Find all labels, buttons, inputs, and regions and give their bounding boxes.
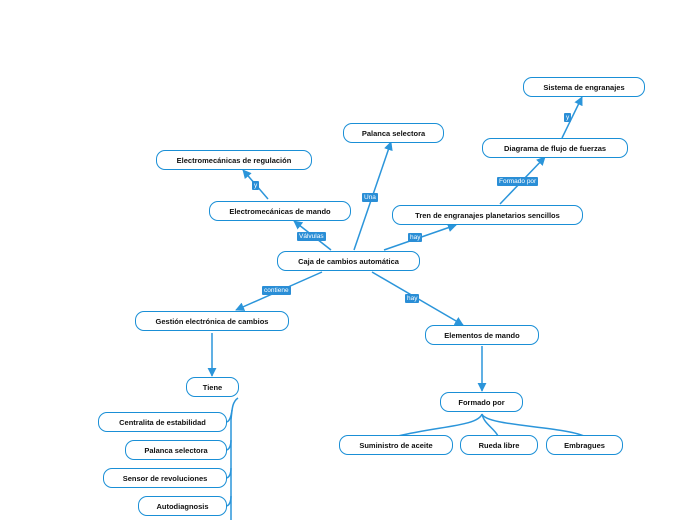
node-electromecanicas-mando[interactable]: Electromecánicas de mando [209, 201, 351, 221]
node-palanca-selectora[interactable]: Palanca selectora [125, 440, 227, 460]
edge-tiene-to-sensor [226, 467, 232, 479]
node-diagrama-flujo[interactable]: Diagrama de flujo de fuerzas [482, 138, 628, 158]
label-una[interactable]: Una [362, 193, 378, 202]
node-root[interactable]: Caja de cambios automática [277, 251, 420, 271]
edge-tiene-to-centralita [226, 409, 233, 423]
node-sistema-engranajes[interactable]: Sistema de engranajes [523, 77, 645, 97]
edge-tiene-to-autodiagnosis [226, 495, 232, 507]
label-valvulas[interactable]: Válvulas [297, 232, 326, 241]
label-y-left[interactable]: y [252, 181, 260, 190]
node-suministro-aceite[interactable]: Suministro de aceite [339, 435, 453, 455]
label-formado-por-top[interactable]: Formado por [497, 177, 539, 186]
edge-tiene-bracket [230, 397, 239, 520]
edge-formado-to-suministro [397, 413, 483, 437]
node-electromecanicas-regulacion[interactable]: Electromecánicas de regulación [156, 150, 312, 170]
edge-diagrama-to-sistema [561, 96, 583, 139]
label-hay-bottom[interactable]: hay [405, 294, 420, 303]
node-rueda-libre[interactable]: Rueda libre [460, 435, 538, 455]
node-gestion-electronica[interactable]: Gestión electrónica de cambios [135, 311, 289, 331]
edge-formado-to-embragues [481, 413, 585, 437]
label-contiene[interactable]: contiene [262, 286, 291, 295]
label-y-right[interactable]: y [564, 113, 572, 122]
node-autodiagnosis[interactable]: Autodiagnosis [138, 496, 227, 516]
node-elementos-mando[interactable]: Elementos de mando [425, 325, 539, 345]
node-tiene[interactable]: Tiene [186, 377, 239, 397]
node-formado-por[interactable]: Formado por [440, 392, 523, 412]
node-tren-engranajes[interactable]: Tren de engranajes planetarios sencillos [392, 205, 583, 225]
node-embragues[interactable]: Embragues [546, 435, 623, 455]
node-palanca-selectora-top[interactable]: Palanca selectora [343, 123, 444, 143]
node-sensor-revoluciones[interactable]: Sensor de revoluciones [103, 468, 227, 488]
node-centralita[interactable]: Centralita de estabilidad [98, 412, 227, 432]
edge-tiene-to-palanca [226, 439, 232, 451]
label-hay-top[interactable]: hay [408, 233, 423, 242]
